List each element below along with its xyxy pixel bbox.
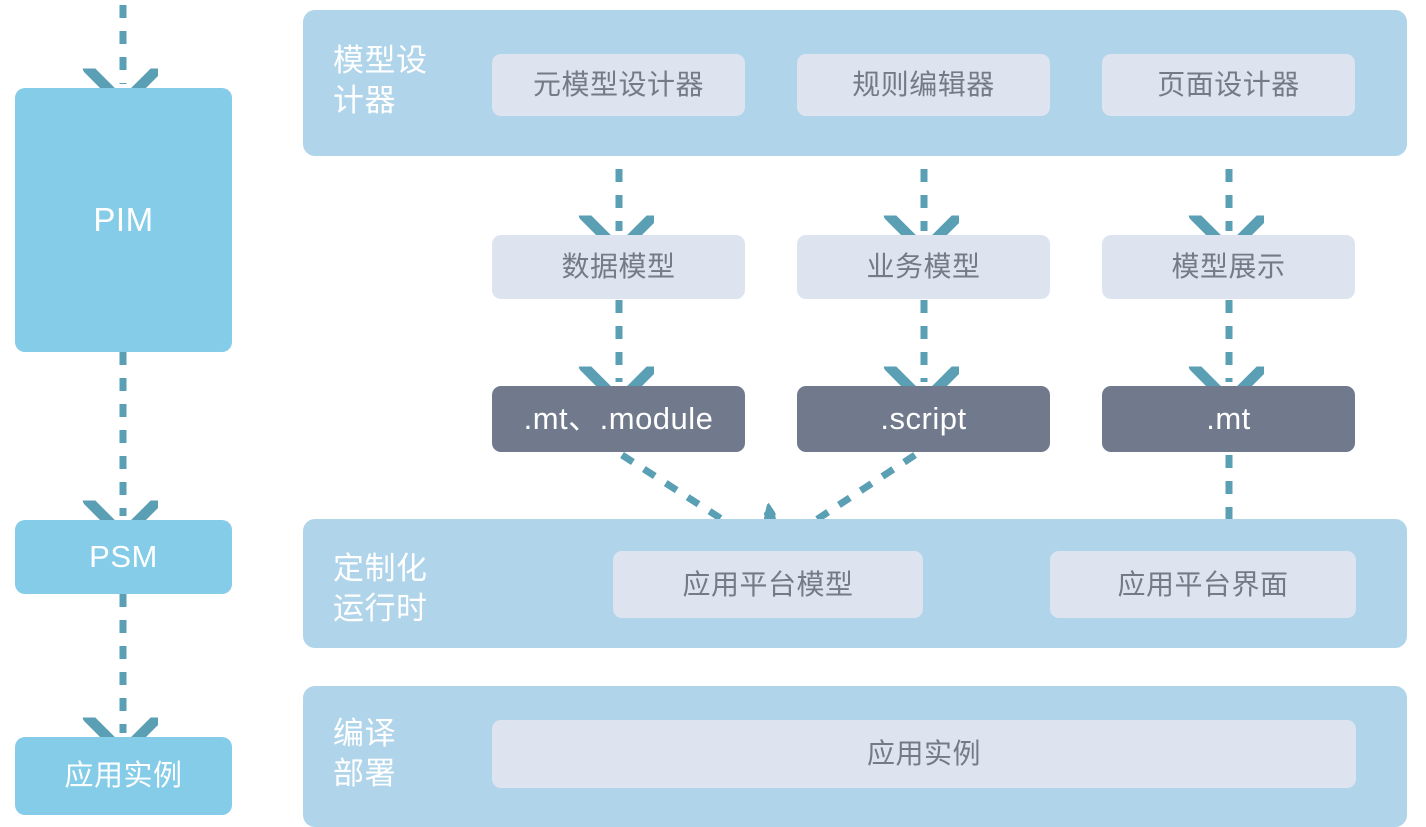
band-label-custom-runtime: 定制化 运行时 (333, 551, 428, 627)
card-app-instance[interactable]: 应用实例 (492, 720, 1356, 788)
card-model-display[interactable]: 模型展示 (1102, 235, 1355, 299)
card-rule-editor[interactable]: 规则编辑器 (797, 54, 1050, 116)
pipeline-node-psm[interactable]: PSM (15, 520, 232, 594)
artifact-mt-module[interactable]: .mt、.module (492, 386, 745, 452)
card-data-model[interactable]: 数据模型 (492, 235, 745, 299)
artifact-mt[interactable]: .mt (1102, 386, 1355, 452)
card-business-model[interactable]: 业务模型 (797, 235, 1050, 299)
card-app-platform-ui[interactable]: 应用平台界面 (1050, 551, 1356, 618)
band-label-compile-deploy: 编译 部署 (333, 716, 396, 792)
band-label-model-designer: 模型设 计器 (333, 43, 428, 119)
card-app-platform-model[interactable]: 应用平台模型 (613, 551, 923, 618)
card-meta-model-designer[interactable]: 元模型设计器 (492, 54, 745, 116)
artifact-script[interactable]: .script (797, 386, 1050, 452)
pipeline-node-pim[interactable]: PIM (15, 88, 232, 352)
pipeline-node-application-instance[interactable]: 应用实例 (15, 737, 232, 815)
card-page-designer[interactable]: 页面设计器 (1102, 54, 1355, 116)
